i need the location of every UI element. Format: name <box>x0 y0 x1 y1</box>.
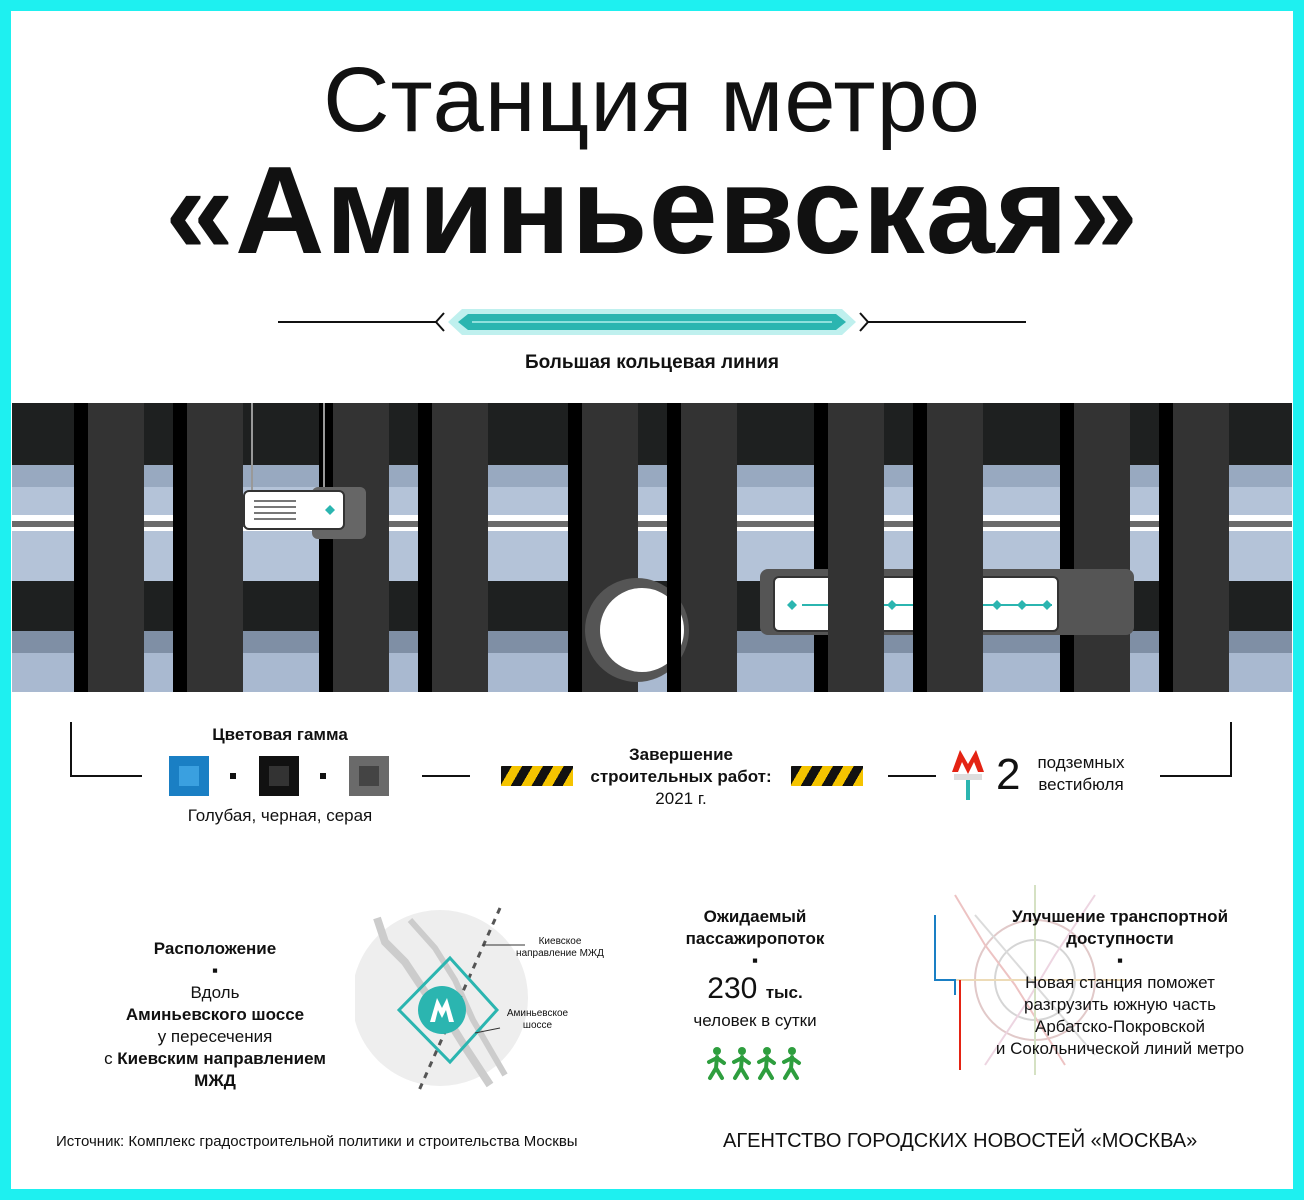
location-line: у пересечения <box>157 1027 273 1046</box>
passengers-title: пассажиропоток <box>685 929 825 948</box>
location-line: Вдоль <box>190 983 240 1002</box>
passengers-unit: тыс. <box>765 983 803 1002</box>
passengers-value: 230 <box>707 972 758 1005</box>
station-platform-illustration <box>12 403 1292 692</box>
transport-block: Улучшение транспортной доступности ▪ Нов… <box>970 906 1270 1060</box>
bullet <box>320 773 326 779</box>
palette-title: Цветовая гамма <box>212 725 348 744</box>
location-title: Расположение <box>153 939 277 958</box>
map-label-line: направление МЖД <box>516 948 604 959</box>
swatch-blue <box>169 756 209 796</box>
map-label-railway: Киевское направление МЖД <box>500 936 620 960</box>
passengers-title: Ожидаемый <box>703 907 807 926</box>
map-label-line: Киевское <box>538 936 582 947</box>
map-label-line: Аминьевское <box>506 1008 569 1019</box>
transport-line: Арбатско-Покровской <box>1035 1017 1205 1036</box>
vestibules-label-2: вестибюля <box>1038 775 1124 794</box>
location-map <box>355 907 528 1090</box>
bracket-right <box>1230 722 1232 777</box>
location-block: Расположение ▪ Вдоль Аминьевского шоссе … <box>80 938 350 1092</box>
divider <box>888 775 936 777</box>
vestibules-count: 2 <box>996 750 1021 799</box>
location-line: Аминьевского шоссе <box>125 1005 305 1024</box>
divider <box>422 775 470 777</box>
map-label-highway: Аминьевское шоссе <box>490 1008 585 1032</box>
metro-map-thumbnail <box>934 885 1125 1075</box>
agency-name: АГЕНТСТВО ГОРОДСКИХ НОВОСТЕЙ «МОСКВА» <box>723 1130 1198 1152</box>
transport-line: и Сокольнической линий метро <box>995 1039 1245 1058</box>
completion-year: 2021 г. <box>655 789 707 808</box>
transport-title: Улучшение транспортной <box>1011 907 1229 926</box>
palette-caption: Голубая, черная, серая <box>187 806 373 825</box>
location-line: МЖД <box>194 1071 236 1090</box>
location-line: Киевским направлением <box>117 1049 326 1068</box>
hazard-stripe <box>501 766 573 786</box>
transport-title: доступности <box>1066 929 1174 948</box>
completion-label-2: строительных работ: <box>590 767 772 786</box>
transport-line: Новая станция поможет <box>1025 973 1215 992</box>
bullet: ▪ <box>751 951 759 970</box>
vestibules-label-1: подземных <box>1037 753 1125 772</box>
title-line-1: Станция метро <box>323 49 981 151</box>
hazard-stripe <box>791 766 863 786</box>
passengers-block: Ожидаемый пассажиропоток ▪ 230 тыс. чело… <box>655 906 855 1032</box>
swatch-black <box>259 756 299 796</box>
station-name: «Аминьевская» <box>165 142 1139 280</box>
bullet <box>230 773 236 779</box>
source-note: Источник: Комплекс градостроительной пол… <box>56 1133 578 1150</box>
metro-logo-icon <box>952 750 984 800</box>
line-marker-icon <box>278 309 1026 335</box>
location-line: с <box>104 1049 118 1068</box>
divider <box>1160 775 1232 777</box>
people-walking-icon <box>707 1047 801 1080</box>
passengers-caption: человек в сутки <box>693 1011 817 1030</box>
bracket-left <box>70 722 72 777</box>
completion-label-1: Завершение <box>629 745 733 764</box>
map-label-line: шоссе <box>522 1020 553 1031</box>
bullet: ▪ <box>1116 951 1124 970</box>
bullet: ▪ <box>211 961 219 980</box>
swatch-gray <box>349 756 389 796</box>
divider <box>70 775 142 777</box>
metro-line-name: Большая кольцевая линия <box>524 352 780 373</box>
transport-line: разгрузить южную часть <box>1024 995 1216 1014</box>
